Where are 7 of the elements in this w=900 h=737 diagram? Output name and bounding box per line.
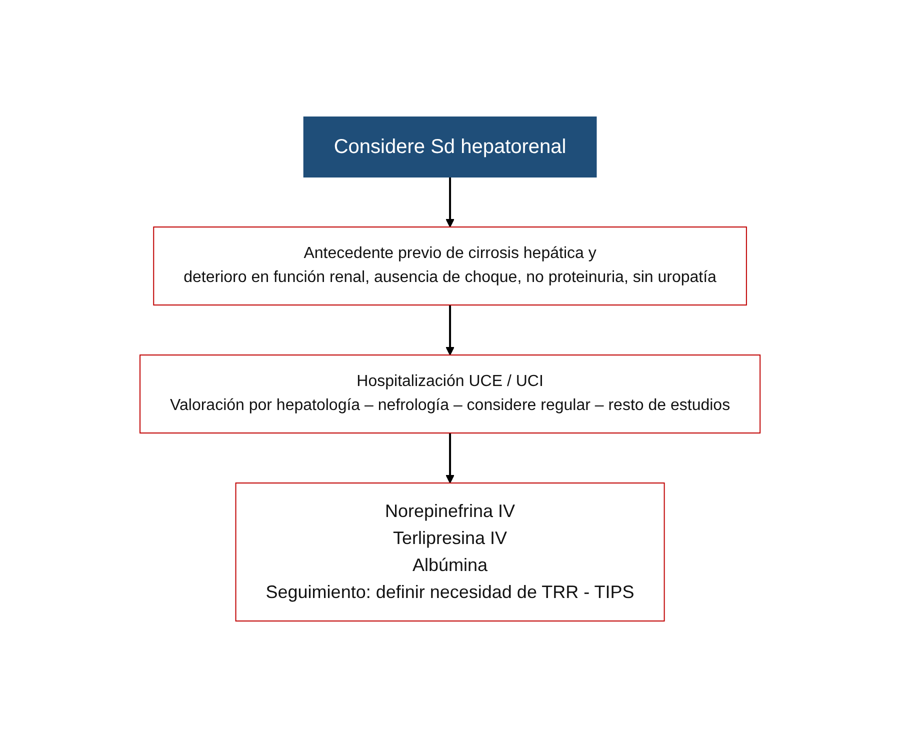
node-box: Norepinefrina IV Terlipresina IV Albúmina Seguimiento: definir necesidad de TRR - TIPS <box>235 482 665 621</box>
node-box: Antecedente previo de cirrosis hepática y deterioro en función renal, ausencia de choque, no proteinuria, sin uropatía <box>153 226 747 305</box>
arrow <box>446 304 454 355</box>
node-box: Considere Sd hepatorenal <box>303 116 597 177</box>
node-box: Hospitalización UCE / UCI Valoración por hepatología – nefrología – considere regular – resto de estudios <box>139 354 761 433</box>
arrow <box>446 432 454 483</box>
arrow <box>446 176 454 227</box>
